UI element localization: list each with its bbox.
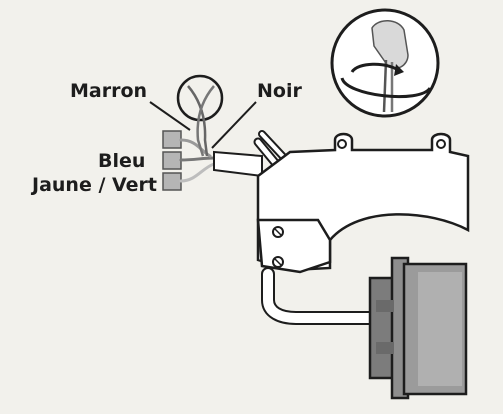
connector — [368, 256, 468, 400]
label-marron: Marron — [70, 80, 148, 102]
wire-noir-loop — [196, 85, 215, 157]
rotate-arrowhead — [394, 64, 404, 76]
terminal-jaune-vert — [162, 172, 182, 191]
wire-jaune-vert — [179, 162, 216, 183]
label-bleu: Bleu — [98, 150, 146, 172]
screw-bottom-slot — [274, 258, 282, 266]
leader-lines — [149, 101, 257, 149]
rotate-arrow-back — [350, 62, 399, 74]
terminal-bleu — [162, 151, 182, 170]
terminal-block — [162, 130, 182, 191]
connector-band-top — [376, 300, 394, 312]
output-pipe — [261, 267, 379, 325]
label-jaune-vert: Jaune / Vert — [32, 174, 158, 196]
detail-circle — [176, 74, 224, 157]
twist-inset — [330, 8, 440, 118]
leader-marron — [149, 101, 191, 131]
pipe-fill — [263, 269, 377, 323]
rotate-arrow-icon — [340, 77, 432, 99]
connector-highlight — [418, 272, 462, 386]
leader-noir — [211, 101, 257, 149]
connector-band-bottom — [376, 342, 394, 354]
wire-marron — [187, 85, 209, 157]
wire-bleu — [179, 156, 216, 162]
mount-hole-left — [337, 139, 347, 149]
terminal-marron — [162, 130, 182, 149]
label-noir: Noir — [257, 80, 302, 102]
clamp-block — [256, 218, 332, 274]
housing — [256, 132, 470, 274]
mount-hole-right — [436, 139, 446, 149]
twisted-wire-1 — [382, 59, 388, 113]
screw-top-slot — [274, 228, 282, 236]
magnifier-circle-icon — [176, 74, 224, 122]
